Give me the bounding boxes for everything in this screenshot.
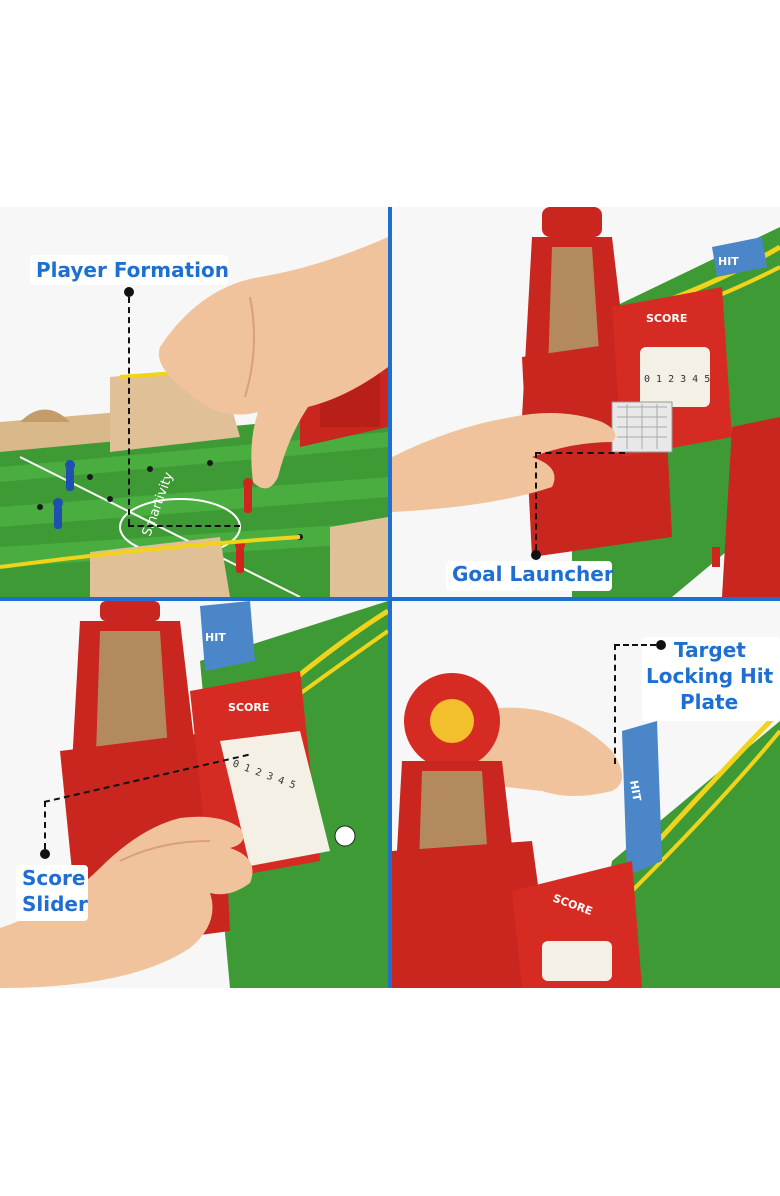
callout-line-goal-launcher-h — [535, 452, 625, 454]
label-score-slider-line2: Slider — [22, 892, 88, 916]
photo-grid: Smartivity Player — [0, 207, 780, 988]
score-plate-text: SCORE — [646, 312, 687, 325]
label-player-formation: Player Formation — [36, 258, 230, 282]
hit-plate-text-2: HIT — [205, 631, 226, 644]
goal-launcher-photo: SCORE 0 1 2 3 4 5 HIT — [392, 207, 780, 597]
hit-plate-text-3: HIT — [627, 779, 644, 802]
panel-goal-launcher: SCORE 0 1 2 3 4 5 HIT Goal Launcher — [392, 207, 780, 597]
score-slider-photo: HIT SCORE 0 1 2 3 4 5 — [0, 601, 388, 988]
callout-dot-target — [656, 640, 666, 650]
callout-dot-goal-launcher — [531, 550, 541, 560]
score-digits-text: 0 1 2 3 4 5 — [644, 374, 710, 385]
label-score-slider-line1: Score — [22, 866, 86, 890]
hit-plate-text: HIT — [718, 255, 739, 268]
panel-target-hit-plate: HIT SCORE Target Locking Hit Plate — [392, 601, 780, 988]
label-goal-launcher: Goal Launcher — [452, 562, 614, 586]
callout-line-player-formation-h — [128, 525, 240, 527]
callout-line-goal-launcher — [535, 452, 537, 550]
horizontal-divider — [0, 597, 780, 601]
panel-player-formation: Smartivity Player — [0, 207, 388, 597]
callout-line-score-slider — [44, 801, 46, 849]
label-target-line3: Plate — [680, 690, 739, 714]
callout-line-player-formation — [128, 297, 130, 525]
callout-line-target — [614, 644, 616, 764]
label-target-line1: Target — [674, 638, 746, 662]
label-target-line2: Locking Hit — [646, 664, 774, 688]
callout-dot-score-slider — [40, 849, 50, 859]
score-plate-text-2: SCORE — [228, 701, 269, 714]
callout-dot-player-formation — [124, 287, 134, 297]
callout-line-target-h — [614, 644, 656, 646]
panel-score-slider: HIT SCORE 0 1 2 3 4 5 Score Slider — [0, 601, 388, 988]
